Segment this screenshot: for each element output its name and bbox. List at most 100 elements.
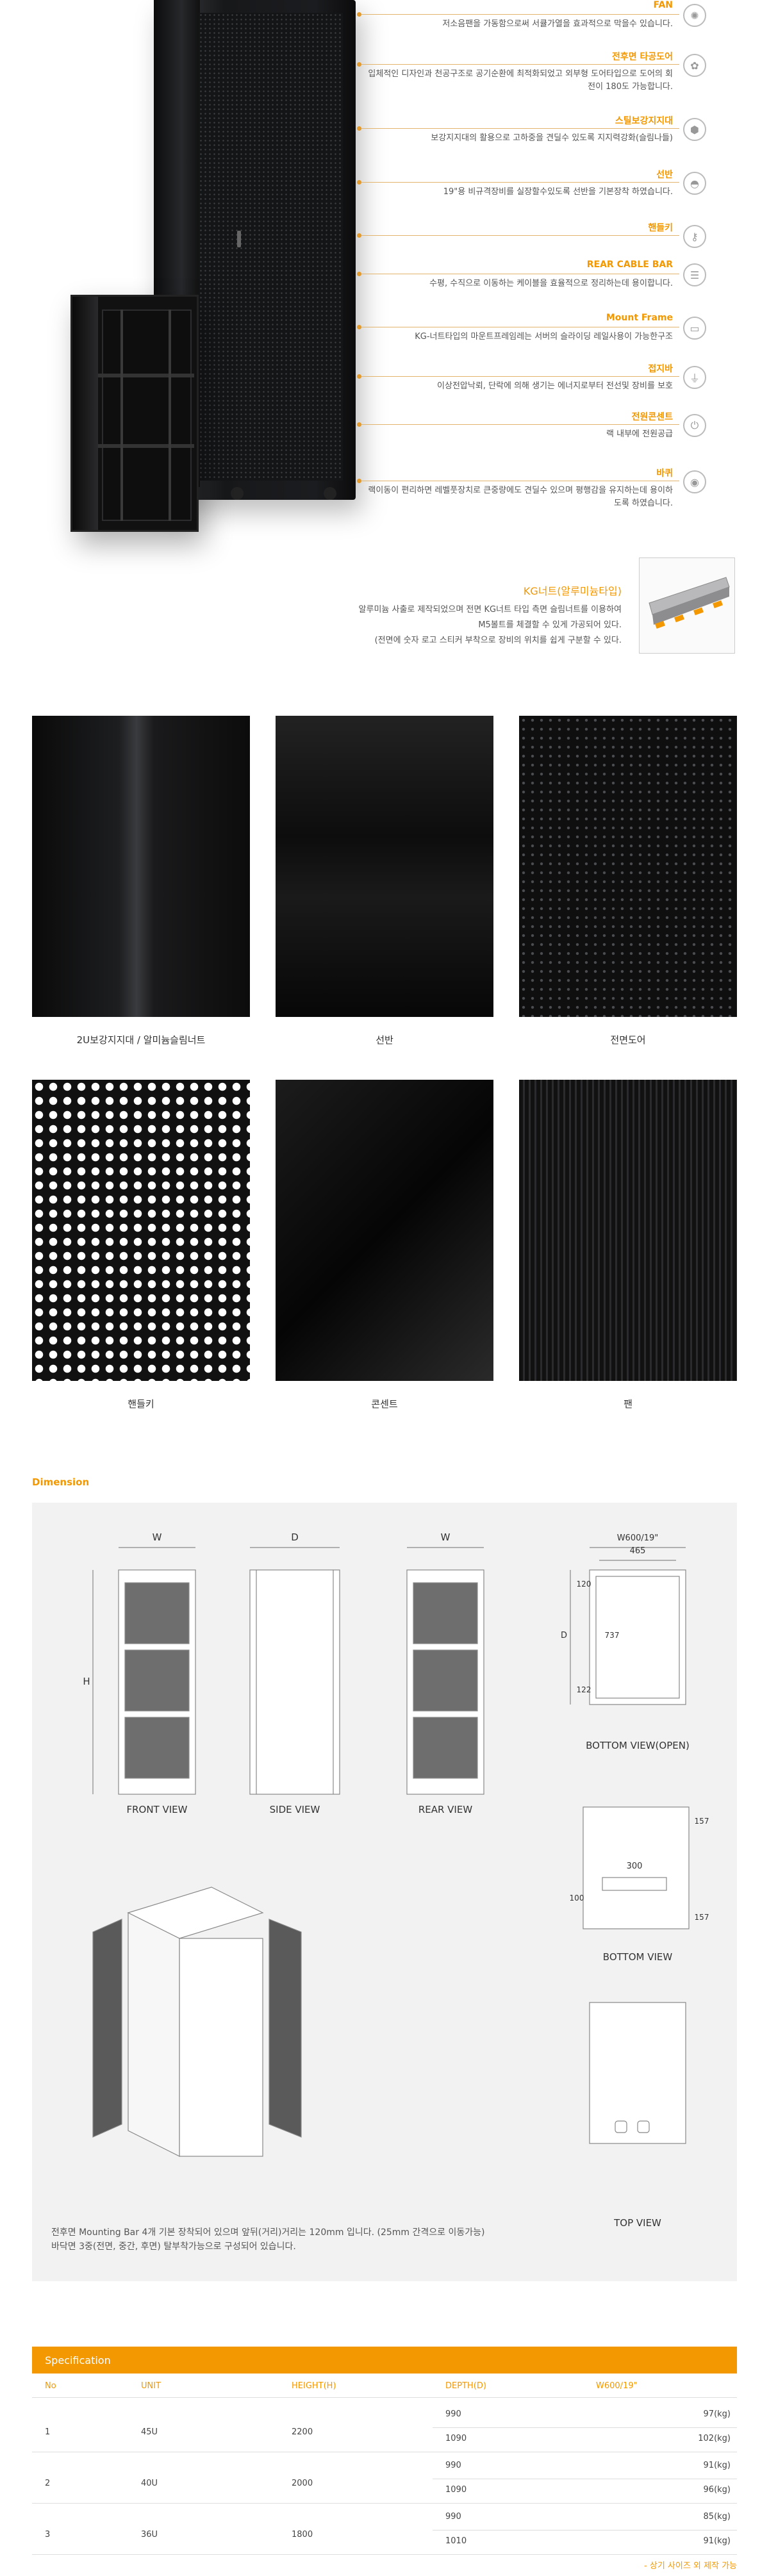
- kg-nut-image: [639, 557, 735, 654]
- col-no: No: [45, 2381, 56, 2391]
- feature-description: 19"용 비규격장비를 실장할수있도록 선반을 기본장착 하였습니다.: [443, 187, 673, 197]
- feature-item: FAN 저소음팬을 가동함으로써 서큘가열을 효과적으로 막을수 있습니다. ✺: [357, 0, 737, 64]
- photo-caption: 전면도어: [610, 1034, 646, 1046]
- feature-title: 전원콘센트: [631, 412, 673, 422]
- product-photo: [519, 716, 737, 1017]
- photo-caption: 핸들키: [128, 1398, 154, 1410]
- product-photo: [276, 1080, 493, 1381]
- large-cabinet-image: [154, 0, 356, 500]
- top-view-label: TOP VIEW: [614, 2217, 661, 2229]
- row-weight: 97(kg): [703, 2409, 731, 2419]
- row-unit: 40U: [141, 2479, 158, 2488]
- product-photo: [32, 716, 250, 1017]
- feature-description: 랙이동이 편리하면 레벨풋장치로 큰중량에도 견딜수 있으며 평행감을 유지하는…: [368, 486, 673, 508]
- dimension-panel: W D W H W600/19" 465 120 737 122 D 157 3…: [32, 1503, 737, 2281]
- depth-label: D: [560, 1631, 567, 1640]
- feature-title: FAN: [653, 0, 673, 10]
- feature-title: 바퀴: [656, 468, 673, 479]
- feature-item: 핸들키⚷: [357, 221, 737, 285]
- row-number: 1: [45, 2427, 51, 2437]
- ground-bar-icon: ⏚: [683, 366, 706, 389]
- height-label: H: [83, 1676, 90, 1687]
- feature-description: 수평, 수직으로 이동하는 케이블을 효율적으로 정리하는데 용이합니다.: [429, 279, 673, 288]
- feature-description: KG-너트타입의 마운트프레임레는 서버의 슬라이딩 레일사용이 가능한구조: [415, 332, 673, 342]
- feature-description: 이상전압낙뢰, 단락에 의해 생기는 에너지로부터 전선및 장비를 보호: [437, 381, 673, 391]
- row-weight: 91(kg): [703, 2461, 731, 2470]
- cable-bar-icon: ☰: [683, 263, 706, 286]
- kg-nut-title: KG너트(알루미늄타입): [523, 585, 622, 597]
- product-photo: [276, 716, 493, 1017]
- row-depth: 990: [445, 2512, 461, 2522]
- fan-icon: ✺: [683, 4, 706, 27]
- reinforcement-icon: ⬢: [683, 118, 706, 141]
- row-number: 3: [45, 2530, 51, 2539]
- feature-title: 스틸보강지지대: [615, 116, 673, 126]
- row-height: 1800: [292, 2530, 313, 2539]
- row-weight: 102(kg): [698, 2434, 731, 2443]
- d737-label: 737: [604, 1631, 620, 1640]
- row-depth: 1090: [445, 2485, 467, 2495]
- dimension-note: 전후면 Mounting Bar 4개 기본 장착되어 있으며 앞뒤(거리)거리…: [51, 2227, 485, 2252]
- row-number: 2: [45, 2479, 51, 2488]
- col-unit: UNIT: [141, 2381, 161, 2391]
- row-weight: 91(kg): [703, 2536, 731, 2546]
- feature-title: 접지바: [648, 364, 673, 374]
- kg-nut-description: 알루미늄 사출로 제작되었으며 전면 KG너트 타입 측면 슬림너트를 이용하여…: [358, 605, 622, 645]
- w600-label: W600/19": [616, 1533, 659, 1543]
- row-height: 2000: [292, 2479, 313, 2488]
- bottom-view-open-label: BOTTOM VIEW(OPEN): [586, 1740, 690, 1751]
- front-width-label: W: [152, 1532, 162, 1543]
- col-weight: W600/19": [596, 2381, 638, 2391]
- row-depth: 1010: [445, 2536, 467, 2546]
- photo-caption: 선반: [376, 1034, 393, 1046]
- row-height: 2200: [292, 2427, 313, 2437]
- shelf-icon: ◓: [683, 172, 706, 195]
- row-weight: 85(kg): [703, 2512, 731, 2522]
- product-photo: [519, 1080, 737, 1381]
- col-height: HEIGHT(H): [292, 2381, 336, 2391]
- small-cabinet-image: [70, 295, 199, 532]
- power-outlet-icon: ⏻: [683, 414, 706, 437]
- front-view-label: FRONT VIEW: [126, 1804, 188, 1815]
- feature-title: 전후면 타공도어: [611, 52, 673, 62]
- row-unit: 36U: [141, 2530, 158, 2539]
- feature-title: REAR CABLE BAR: [586, 260, 673, 270]
- rear-width-label: W: [440, 1532, 451, 1543]
- photo-caption: 2U보강지지대 / 알미늄슬림너트: [76, 1034, 206, 1046]
- bottom-view-label: BOTTOM VIEW: [602, 1951, 673, 1963]
- specification-columns: No UNIT HEIGHT(H) DEPTH(D) W600/19": [32, 2375, 737, 2398]
- wheel-icon: ◉: [683, 470, 706, 493]
- feature-title: 핸들키: [648, 223, 673, 233]
- d122-label: 122: [576, 1685, 591, 1694]
- feature-description: 입체적인 디자인과 천공구조로 공기순환에 최적화되었고 외부형 도어타입으로 …: [368, 69, 673, 92]
- side-view-label: SIDE VIEW: [269, 1804, 320, 1815]
- custom-size-note: - 상기 사이즈 외 제작 가능: [644, 2561, 737, 2571]
- row-unit: 45U: [141, 2427, 158, 2437]
- row-depth: 1090: [445, 2434, 467, 2443]
- d465-label: 465: [629, 1546, 646, 1556]
- feature-description: 저소음팬을 가동함으로써 서큘가열을 효과적으로 막을수 있습니다.: [442, 19, 673, 29]
- feature-description: 보강지지대의 활용으로 고하중을 견딜수 있도록 지지력강화(슬림나들): [431, 133, 673, 143]
- feature-item: REAR CABLE BAR 수평, 수직으로 이동하는 케이블을 효율적으로 정…: [357, 260, 737, 324]
- row-depth: 990: [445, 2409, 461, 2419]
- rear-view-label: REAR VIEW: [418, 1804, 473, 1815]
- d300-label: 300: [626, 1862, 643, 1871]
- mount-frame-icon: ▭: [683, 317, 706, 340]
- feature-title: 선반: [656, 170, 673, 180]
- feature-description: 랙 내부에 전원공급: [606, 429, 673, 439]
- side-depth-label: D: [291, 1532, 299, 1543]
- feature-item: 선반 19"용 비규격장비를 실장할수있도록 선반을 기본장착 하였습니다. ◓: [357, 168, 737, 232]
- product-photo: [32, 1080, 250, 1381]
- photo-caption: 콘센트: [371, 1398, 398, 1410]
- dimension-title: Dimension: [32, 1476, 90, 1488]
- specification-header: Specification: [32, 2347, 737, 2374]
- d100-label: 100: [569, 1894, 584, 1903]
- perforated-door-icon: ✿: [683, 54, 706, 77]
- d157b-label: 157: [694, 1913, 709, 1922]
